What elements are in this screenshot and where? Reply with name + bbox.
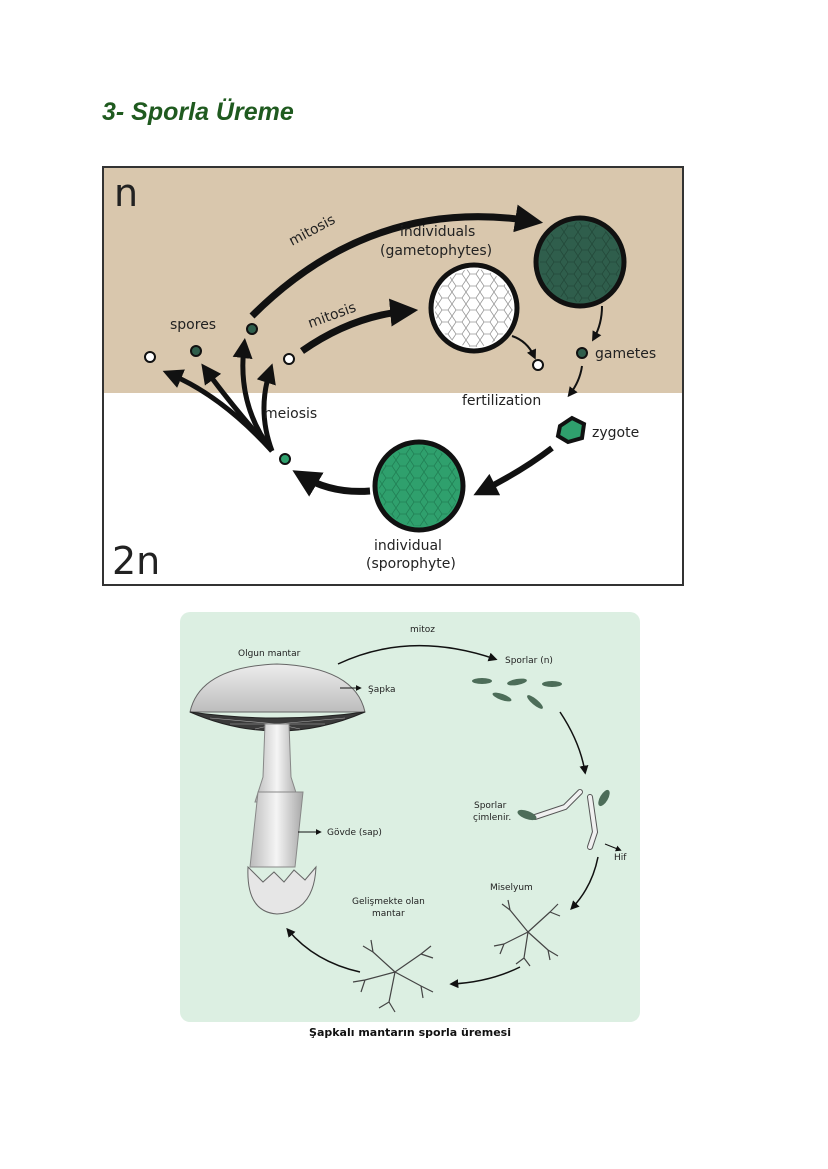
life-cycle-diagram: n 2n mitosis individuals (gametophytes) … (102, 166, 684, 586)
spores-label: spores (170, 317, 216, 333)
spore (144, 351, 156, 363)
meiosis-label: meiosis (264, 406, 317, 422)
gametes-label: gametes (595, 346, 656, 362)
mitosis-lower-arrow (299, 298, 419, 354)
developing-label-1: Gelişmekte olan (352, 897, 425, 907)
mitosis-label: mitoz (410, 625, 435, 635)
mushroom-panel (180, 612, 640, 1022)
fertilization-arrow (567, 365, 583, 398)
hypha-label: Hif (614, 853, 627, 863)
figure-caption: Şapkalı mantarın sporla üremesi (309, 1026, 511, 1039)
zygote (555, 415, 587, 445)
mycelium-label: Miselyum (490, 883, 533, 893)
mushroom-cycle-diagram: Olgun mantar Şapka Gövde (sap) mitoz Spo… (180, 612, 640, 1022)
meiosis-arrows (162, 338, 276, 453)
sporophyte-label-1: individual (374, 538, 442, 554)
diploid-label: 2n (112, 539, 160, 583)
gametophytes-label-2: (gametophytes) (380, 243, 492, 259)
mitosis-upper-arrow (249, 204, 544, 319)
haploid-label: n (114, 171, 138, 215)
developing-mycelium (352, 939, 434, 1013)
mitosis-arrow (337, 644, 498, 665)
page-heading: 3- Sporla Üreme (102, 98, 294, 126)
gamete-dark (576, 347, 588, 359)
zygote-label: zygote (592, 425, 639, 441)
spore (283, 353, 295, 365)
gametophytes-label-1: individuals (400, 224, 475, 240)
hypha-pointer (604, 843, 622, 852)
spore (190, 345, 202, 357)
developing-arrow (449, 966, 521, 989)
return-arrow (286, 927, 361, 973)
mycelium (493, 899, 561, 967)
germination-label-1: Sporlar (474, 801, 507, 811)
spores (472, 678, 562, 709)
stem-label: Gövde (sap) (327, 828, 382, 838)
spore (246, 323, 258, 335)
gamete-arrow-light (511, 335, 536, 360)
fertilization-label: fertilization (462, 393, 541, 409)
germination-label-2: çimlenir. (473, 813, 511, 823)
mycelium-arrow (570, 856, 599, 910)
sporophyte-label-2: (sporophyte) (366, 556, 456, 572)
sporophyte-arrow (292, 470, 371, 497)
mature-mushroom-label: Olgun mantar (238, 649, 301, 659)
cap-label: Şapka (368, 685, 396, 695)
mature-mushroom (189, 663, 366, 915)
figure-border (102, 166, 684, 586)
developing-label-2: mantar (372, 909, 405, 919)
germinating-hyphae (517, 789, 610, 850)
meiosis-cell (279, 453, 291, 465)
growth-arrow (473, 445, 554, 496)
gamete-light (532, 359, 544, 371)
spores-label: Sporlar (n) (505, 656, 553, 666)
gamete-arrow-dark (592, 305, 603, 342)
germination-arrow (559, 711, 589, 775)
